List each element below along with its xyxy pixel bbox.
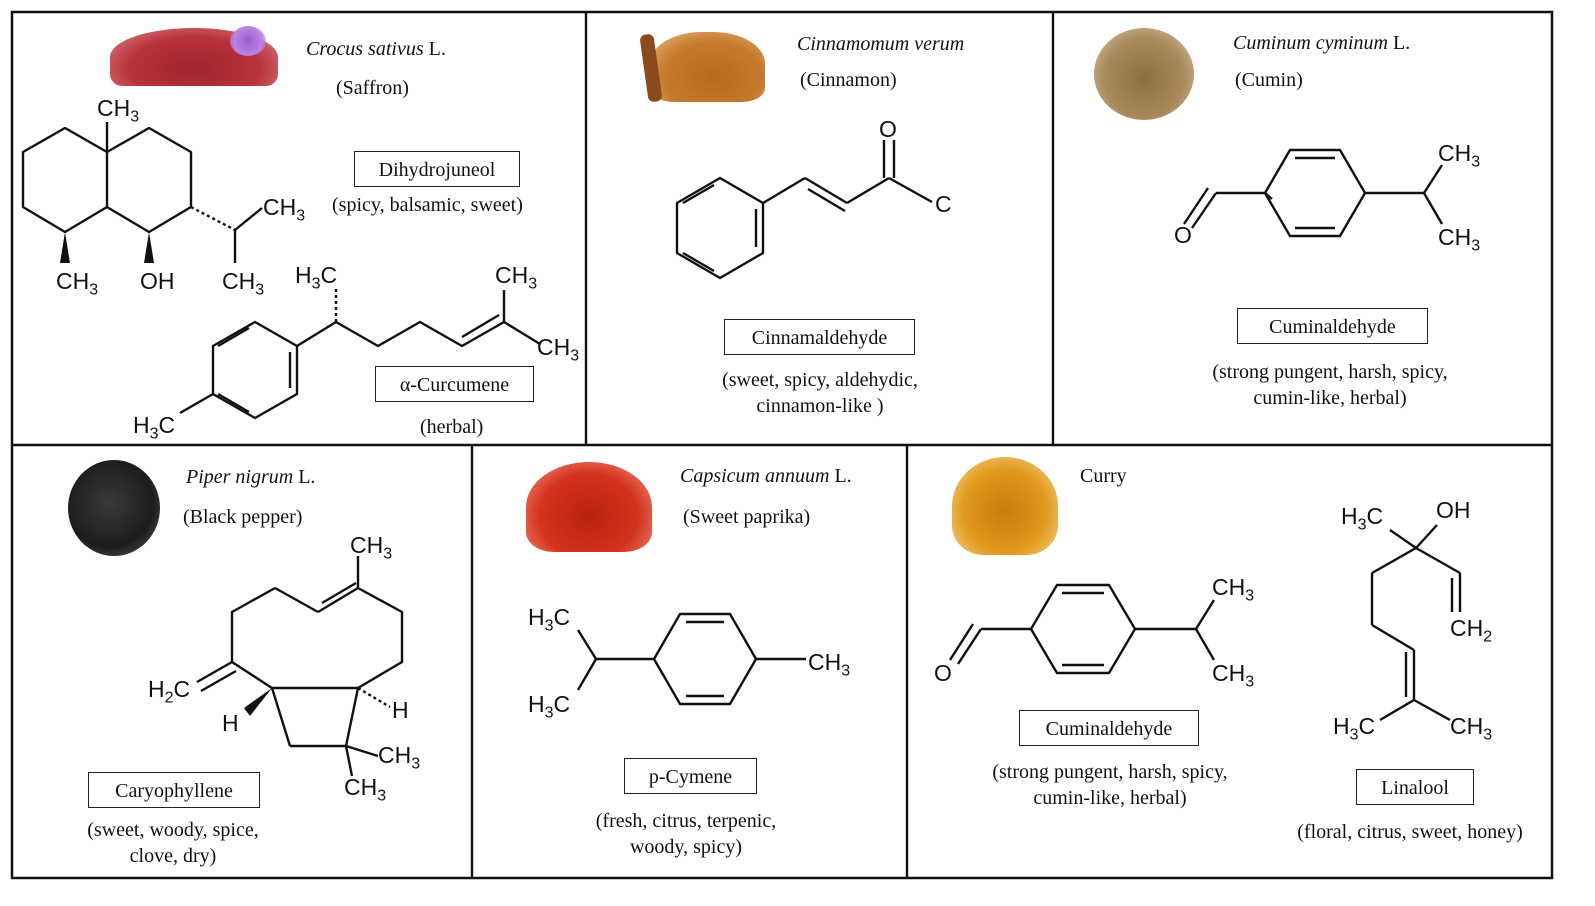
caryophyllene-h2c: H2C (148, 676, 191, 707)
cuminaldehyde-structure (1183, 148, 1444, 238)
curcumene-ch3-top: CH3 (495, 262, 538, 293)
alpha-curcumene-label: α-Curcumene (375, 366, 534, 402)
p-cymene-h3c-top: H3C (528, 604, 571, 635)
linalool-h3c-top: H3C (1341, 503, 1384, 534)
cinnamon-common-name: (Cinnamon) (800, 69, 897, 91)
pepper-aroma-line2: clove, dry) (129, 845, 217, 867)
p-cymene-label: p-Cymene (624, 758, 757, 794)
linalool-ch2: CH2 (1450, 615, 1493, 646)
cumin-aroma-line1: (strong pungent, harsh, spicy, (1212, 361, 1448, 383)
caryophyllene-h-left: H (222, 710, 239, 736)
cumin-ch3-top: CH3 (1438, 140, 1481, 171)
caryophyllene-ch3-top: CH3 (350, 532, 393, 563)
dihydrojuneol-aroma: (spicy, balsamic, sweet) (332, 194, 523, 216)
paprika-aroma-line1: (fresh, citrus, terpenic, (595, 810, 777, 832)
saffron-authority: L. (428, 38, 446, 60)
linalool-oh: OH (1436, 497, 1471, 523)
curry-image (952, 457, 1058, 555)
cumin-aroma-line2: cumin-like, herbal) (1253, 387, 1407, 409)
linalool-label: Linalool (1356, 769, 1474, 805)
paprika-aroma-line2: woody, spicy) (629, 836, 743, 858)
p-cymene-h3c-bottom: H3C (528, 691, 571, 722)
paprika-authority: L. (834, 465, 852, 487)
curry-cuminaldehyde-label: Cuminaldehyde (1019, 710, 1199, 746)
cumin-species: Cuminum cyminum (1233, 32, 1388, 54)
paprika-species: Capsicum annuum (680, 465, 830, 487)
cumin-o: O (1174, 222, 1192, 248)
pepper-common-name: (Black pepper) (183, 506, 303, 528)
black-pepper-image (68, 460, 160, 556)
curry-title: Curry (1080, 465, 1127, 487)
curry-o: O (934, 660, 952, 686)
curry-aroma-line1: (strong pungent, harsh, spicy, (992, 761, 1228, 783)
pepper-species: Piper nigrum (186, 466, 294, 488)
cumin-ch3-bottom: CH3 (1438, 224, 1481, 255)
cumin-cuminaldehyde-label: Cuminaldehyde (1237, 308, 1428, 344)
p-cymene-ch3-right: CH3 (808, 649, 851, 680)
caryophyllene-ch3-right: CH3 (378, 742, 421, 773)
dihydrojuneol-oh: OH (140, 268, 175, 294)
paprika-common-name: (Sweet paprika) (683, 506, 811, 528)
dihydrojuneol-label: Dihydrojuneol (354, 151, 520, 187)
linalool-aroma: (floral, citrus, sweet, honey) (1297, 821, 1523, 843)
curcumene-h3c-top: H3C (295, 262, 338, 293)
cumin-common-name: (Cumin) (1235, 69, 1303, 91)
caryophyllene-structure (196, 556, 404, 777)
caryophyllene-label: Caryophyllene (88, 772, 260, 808)
crocus-flower-icon (230, 26, 266, 56)
cinnamon-aroma-line2: cinnamon-like ) (756, 395, 884, 417)
saffron-species: Crocus sativus (306, 38, 424, 60)
curcumene-h3c-left: H3C (133, 412, 176, 443)
dihydrojuneol-structure (21, 122, 263, 263)
caryophyllene-ch3-bottom: CH3 (344, 774, 387, 805)
alpha-curcumene-aroma: (herbal) (420, 416, 484, 438)
curry-ch3-bottom: CH3 (1212, 660, 1255, 691)
curcumene-ch3-right: CH3 (537, 334, 580, 365)
dihydrojuneol-ch3-left: CH3 (56, 268, 99, 299)
cinnamon-aroma-line1: (sweet, spicy, aldehydic, (722, 369, 918, 391)
dihydrojuneol-ch3-iso-bottom: CH3 (222, 268, 265, 299)
cinnamon-image (650, 32, 765, 102)
cinnamon-species: Cinnamomum verum (797, 33, 965, 55)
pepper-authority: L. (298, 466, 316, 488)
p-cymene-structure (576, 612, 806, 706)
dihydrojuneol-ch3-iso-top: CH3 (263, 194, 306, 225)
caryophyllene-h-right: H (392, 697, 409, 723)
pepper-aroma-line1: (sweet, woody, spice, (87, 819, 259, 841)
linalool-h3c-bottom: H3C (1333, 713, 1376, 744)
curry-ch3-top: CH3 (1212, 574, 1255, 605)
alpha-curcumene-structure (179, 288, 541, 420)
dihydrojuneol-ch3-top: CH3 (97, 95, 140, 126)
cinnamaldehyde-o: O (879, 116, 897, 142)
curry-aroma-line2: cumin-like, herbal) (1033, 787, 1187, 809)
linalool-ch3-bottom: CH3 (1450, 713, 1493, 744)
cinnamaldehyde-label: Cinnamaldehyde (724, 319, 915, 355)
cumin-authority: L. (1392, 32, 1411, 54)
cinnamaldehyde-c: C (935, 191, 952, 217)
saffron-common-name: (Saffron) (336, 77, 409, 99)
cumin-image (1094, 28, 1194, 120)
paprika-image (526, 462, 652, 552)
cinnamaldehyde-structure (675, 140, 933, 280)
